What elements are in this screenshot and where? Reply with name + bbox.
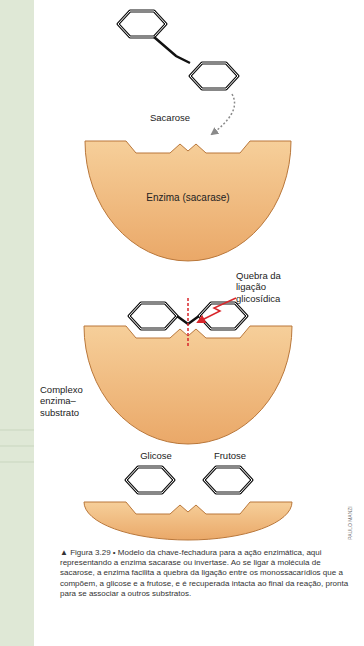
slide-lines [0, 430, 34, 462]
approach-arrow [212, 94, 235, 134]
slide-ground [0, 0, 34, 646]
sugar-ring [199, 303, 247, 329]
sugar-ring [190, 63, 238, 89]
figure-caption: ▲ Figura 3.29 • Modelo da chave-fechadur… [60, 548, 352, 599]
sugar-ring-highlight [204, 467, 252, 493]
break-arrow [198, 298, 236, 322]
enzyme-node: Enzima (sacarase) [84, 140, 292, 262]
sugar-ring [118, 11, 166, 37]
sugar-ring-highlight [129, 303, 177, 329]
sugar-ring [129, 303, 177, 329]
annotation: Complexo enzima–substrato [40, 384, 106, 418]
credit: PAULO MANZI [347, 493, 353, 553]
sugar-ring-highlight [118, 11, 166, 37]
sugar-ring [126, 467, 174, 493]
sugar-ring-highlight [126, 467, 174, 493]
figure-panel [34, 0, 364, 646]
sugar-ring-highlight [199, 303, 247, 329]
sugar-ring-highlight [190, 63, 238, 89]
molecule-name: Glicose [126, 450, 186, 461]
molecule-name: Frutose [200, 450, 260, 461]
sugar-ring [204, 467, 252, 493]
enzyme-shape [84, 502, 292, 540]
enzyme-label: Enzima (sacarase) [146, 192, 229, 204]
molecule-name: Sacarose [150, 112, 230, 123]
break-line [187, 298, 189, 346]
annotation: Quebra da ligação glicosídica [236, 270, 302, 304]
glycosidic-bond [154, 37, 190, 63]
